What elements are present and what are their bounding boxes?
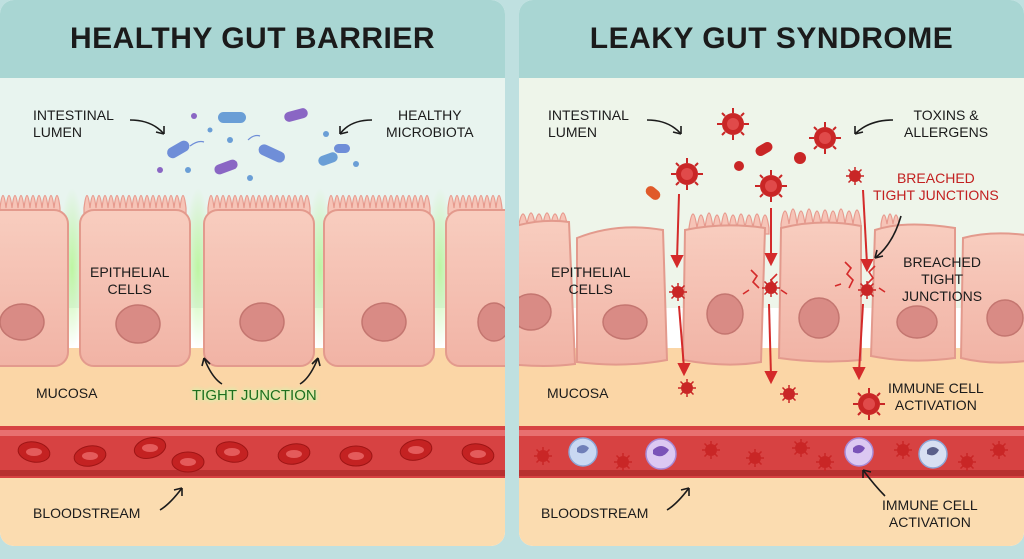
- toxins-allergens-label: TOXINS &ALLERGENS: [904, 107, 989, 140]
- nucleus: [986, 299, 1024, 337]
- leaky-gut-illustration: [519, 78, 1024, 546]
- nucleus: [519, 293, 552, 331]
- bottom-strip: [0, 546, 1024, 559]
- leak-arrows: [670, 189, 874, 385]
- nucleus: [798, 297, 840, 339]
- nucleus: [115, 304, 161, 344]
- toxins-allergens: [645, 107, 865, 203]
- bloodstream-label: BLOODSTREAM: [33, 505, 141, 521]
- healthy-gut-illustration: [0, 78, 505, 546]
- nucleus: [0, 303, 45, 341]
- epithelial-cell: [79, 209, 191, 367]
- nucleus: [706, 293, 744, 335]
- epithelial-cell: [203, 209, 315, 367]
- pointer-arrows: [129, 119, 373, 511]
- breach-cracks: [742, 261, 886, 295]
- left-header: HEALTHY GUT BARRIER: [0, 0, 505, 78]
- leaky-gut-panel: LEAKY GUT SYNDROME: [519, 0, 1024, 546]
- mucosa-label: MUCOSA: [547, 385, 609, 401]
- epithelial-cell: [445, 209, 505, 367]
- nucleus: [602, 304, 648, 340]
- cell-nuclei: [0, 302, 505, 344]
- pointer-arrows: [646, 119, 902, 511]
- immune-cells: [568, 437, 948, 470]
- cell-nuclei: [519, 293, 1024, 340]
- bloodstream-background: [519, 478, 1024, 546]
- epithelial-cell: [777, 221, 862, 363]
- epithelial-cell: [323, 209, 435, 367]
- nucleus: [361, 302, 407, 342]
- left-title: HEALTHY GUT BARRIER: [69, 22, 436, 55]
- epithelial-cell: [0, 209, 69, 367]
- nucleus: [239, 302, 285, 342]
- bloodstream-background: [0, 478, 505, 546]
- healthy-microbiota: [157, 108, 359, 181]
- tight-junction-label: TIGHT JUNCTION: [192, 387, 317, 404]
- bloodstream-label: BLOODSTREAM: [541, 505, 649, 521]
- nucleus: [896, 305, 938, 339]
- healthy-gut-panel: HEALTHY GUT BARRIER: [0, 0, 505, 546]
- nucleus: [477, 302, 505, 342]
- right-title: LEAKY GUT SYNDROME: [589, 22, 954, 55]
- right-header: LEAKY GUT SYNDROME: [519, 0, 1024, 78]
- mucosa-label: MUCOSA: [36, 385, 98, 401]
